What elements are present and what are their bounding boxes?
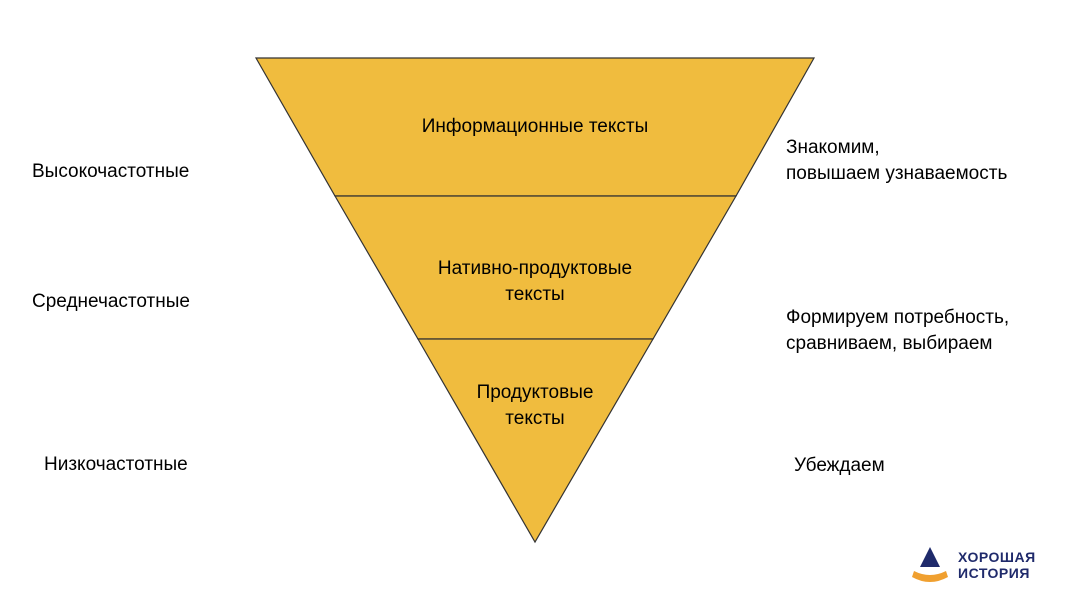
right-label-awareness: Знакомим, повышаем узнаваемость	[786, 135, 1007, 187]
segment-label-product: Продуктовые тексты	[405, 380, 665, 432]
right-label-awareness-line1: Знакомим,	[786, 137, 880, 158]
left-label-mid-frequency: Среднечастотные	[32, 291, 190, 312]
left-label-high-frequency: Высокочастотные	[32, 161, 190, 182]
left-label-low-frequency: Низкочастотные	[44, 454, 188, 475]
funnel-segment-product	[416, 338, 655, 544]
brand-logo-line1: ХОРОШАЯ	[958, 549, 1036, 565]
segment-label-native-product: Нативно-продуктовые тексты	[405, 256, 665, 308]
segment-label-informational: Информационные тексты	[421, 116, 649, 137]
right-label-need-line2: сравниваем, выбираем	[786, 333, 993, 354]
right-label-need-line1: Формируем потребность,	[786, 307, 1010, 328]
segment-label-product-text: Продуктовые тексты	[476, 382, 594, 429]
brand-logo-text: ХОРОШАЯ ИСТОРИЯ	[958, 549, 1036, 581]
segment-label-native-product-text: Нативно-продуктовые тексты	[437, 258, 633, 305]
brand-logo-icon	[912, 547, 948, 582]
brand-logo: ХОРОШАЯ ИСТОРИЯ	[910, 545, 1036, 585]
right-label-awareness-line2: повышаем узнаваемость	[786, 163, 1008, 184]
right-label-need: Формируем потребность, сравниваем, выбир…	[786, 305, 1009, 357]
brand-logo-line2: ИСТОРИЯ	[958, 565, 1030, 581]
right-label-persuade-line1: Убеждаем	[794, 455, 885, 476]
right-label-persuade: Убеждаем	[794, 453, 885, 479]
